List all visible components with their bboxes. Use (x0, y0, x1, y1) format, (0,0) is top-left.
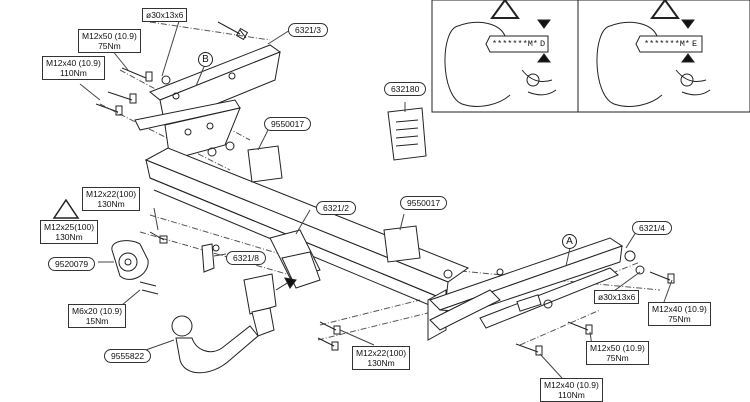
torque-label-ml-m6x20: M6x20 (10.9) 15Nm (68, 304, 127, 328)
left-panel-stamp: *******M* (492, 39, 538, 49)
torque-label-tl-m12x40: M12x40 (10.9) 110Nm (42, 56, 105, 80)
torque-value: 75Nm (606, 353, 629, 363)
torque-size: M12x40 (10.9) (46, 58, 101, 68)
right-panel-stamp: *******M* (644, 39, 690, 49)
small-plate (201, 243, 220, 273)
marker-a: A (562, 234, 577, 249)
inspection-panel-left (431, 0, 579, 113)
torque-value: 75Nm (668, 314, 691, 324)
crossbar (144, 147, 470, 341)
left-side-bracket (134, 44, 282, 161)
torque-label-br-m12x40a: M12x40 (10.9) 75Nm (648, 302, 711, 326)
left-panel-letter: D (540, 39, 546, 49)
electrics-boxes (247, 145, 421, 263)
torque-label-bm-m12x22: M12x22(100) 130Nm (352, 346, 411, 370)
right-panel-letter: E (692, 39, 698, 49)
electrics-callout: 9550017 (264, 117, 312, 131)
torque-label-ml-m12x22: M12x22(100) 130Nm (82, 187, 141, 211)
tow-ball-neck (171, 273, 297, 374)
torque-value: 130Nm (97, 199, 125, 209)
crossbar-callout: 6321/2 (316, 201, 356, 215)
marker-b: B (198, 52, 213, 67)
bolts (95, 21, 675, 356)
torque-label-br-m12x50: M12x50 (10.9) 75Nm (586, 341, 649, 365)
electrics-callout-2: 9550017 (400, 196, 448, 210)
manual-callout: 632180 (384, 82, 427, 96)
washer-top-label: ø30x13x6 (142, 8, 188, 22)
torque-label-tl-m12x50: M12x50 (10.9) 75Nm (78, 29, 141, 53)
right-side-bracket (429, 237, 636, 331)
washer-right-label: ø30x13x6 (594, 290, 640, 304)
tow-ball-callout: 9555822 (104, 349, 152, 363)
socket-plate (111, 240, 159, 295)
torque-value: 15Nm (85, 316, 109, 326)
manual-booklet (387, 107, 427, 161)
plate-callout: 6321/8 (226, 251, 266, 265)
warning-triangle-icon (52, 198, 80, 219)
torque-value: 110Nm (558, 390, 585, 400)
torque-label-br-m12x40b: M12x40 (10.9) 110Nm (540, 378, 603, 402)
torque-size: M12x40 (10.9) (652, 304, 707, 314)
torque-size: M12x22(100) (356, 348, 407, 358)
torque-value: 75Nm (98, 41, 121, 51)
torque-size: M12x50 (10.9) (590, 343, 645, 353)
torque-value: 130Nm (55, 232, 83, 242)
torque-size: M12x22(100) (86, 189, 137, 199)
right-bracket-callout: 6321/4 (632, 221, 672, 235)
left-bracket-callout: 6321/3 (288, 23, 328, 37)
inspection-panel-right (577, 0, 750, 113)
torque-value: 110Nm (60, 68, 87, 78)
torque-value: 130Nm (367, 358, 395, 368)
torque-size: M12x40 (10.9) (544, 380, 599, 390)
torque-size: M6x20 (10.9) (72, 306, 123, 316)
socket-plate-callout: 9520079 (48, 257, 96, 271)
torque-size: M12x25(100) (44, 222, 95, 232)
torque-label-ml-m12x25: M12x25(100) 130Nm (40, 220, 99, 244)
torque-size: M12x50 (10.9) (82, 31, 137, 41)
